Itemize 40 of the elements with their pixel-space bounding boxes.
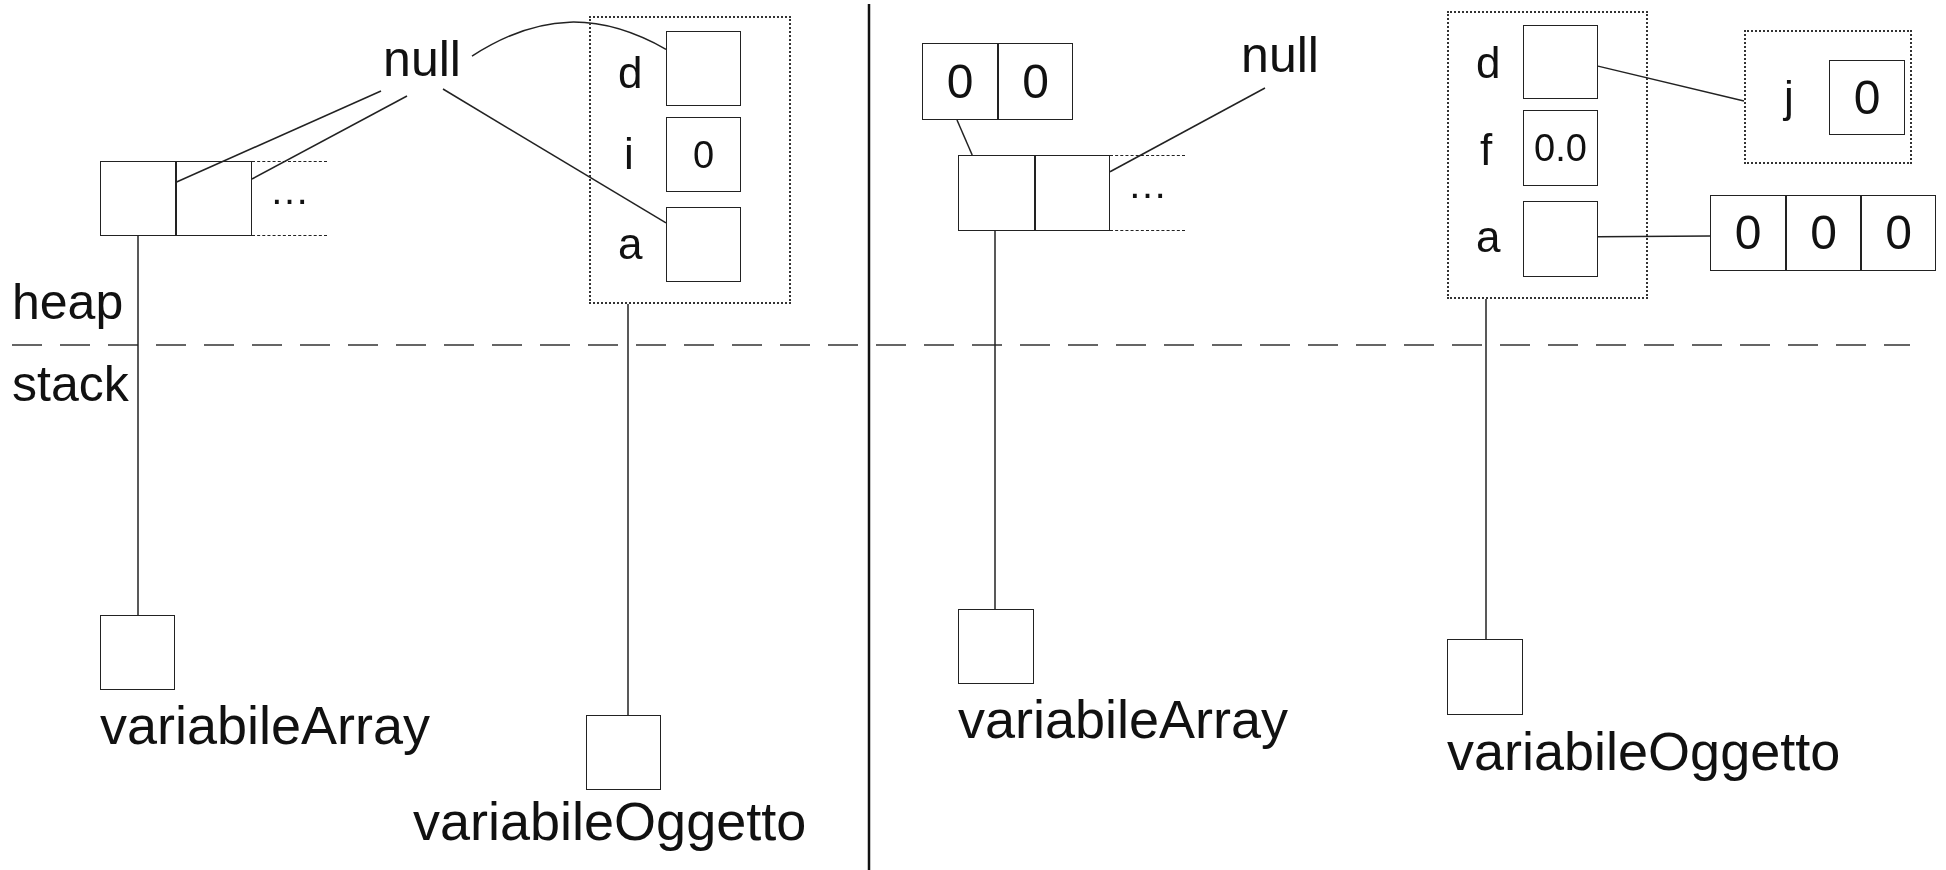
field-name: i bbox=[624, 130, 634, 179]
field-name: j bbox=[1784, 73, 1794, 122]
value-cell: 0 bbox=[1829, 60, 1905, 135]
variable-name: variabileOggetto bbox=[413, 792, 807, 852]
object-box bbox=[589, 16, 791, 304]
value-cell: 0.0 bbox=[1523, 110, 1598, 186]
memory-cell bbox=[958, 609, 1034, 684]
variable-name: variabileArray bbox=[100, 696, 431, 756]
memory-region-label: stack bbox=[12, 357, 129, 412]
field-name: d bbox=[1476, 39, 1501, 88]
memory-cell bbox=[1035, 155, 1110, 231]
value-cell: 0 bbox=[922, 43, 998, 120]
value-cell: 0 bbox=[1710, 195, 1786, 271]
memory-cell bbox=[100, 161, 176, 236]
value-cell: 0 bbox=[998, 43, 1073, 120]
field-name: f bbox=[1480, 126, 1493, 175]
object-box bbox=[1447, 11, 1648, 299]
value-cell: 0 bbox=[1786, 195, 1861, 271]
field-name: a bbox=[618, 220, 643, 269]
memory-cell bbox=[666, 31, 741, 106]
null-label: null bbox=[372, 34, 472, 84]
ellipsis-cell: … bbox=[1110, 155, 1185, 231]
memory-cell bbox=[1523, 25, 1598, 99]
memory-cell bbox=[666, 207, 741, 282]
object-box bbox=[1744, 30, 1912, 164]
value-cell: 0 bbox=[1861, 195, 1936, 271]
memory-cell bbox=[100, 615, 175, 690]
memory-cell bbox=[958, 155, 1035, 231]
memory-cell bbox=[1447, 639, 1523, 715]
variable-name: variabileOggetto bbox=[1447, 722, 1841, 782]
memory-cell bbox=[176, 161, 252, 236]
field-name: d bbox=[618, 49, 643, 98]
memory-region-label: heap bbox=[12, 275, 124, 330]
memory-cell bbox=[1523, 201, 1598, 277]
null-label: null bbox=[1230, 28, 1330, 82]
ellipsis-cell: … bbox=[252, 161, 327, 236]
field-name: a bbox=[1476, 213, 1501, 262]
variable-name: variabileArray bbox=[958, 690, 1289, 750]
memory-cell bbox=[586, 715, 661, 790]
value-cell: 0 bbox=[666, 117, 741, 192]
